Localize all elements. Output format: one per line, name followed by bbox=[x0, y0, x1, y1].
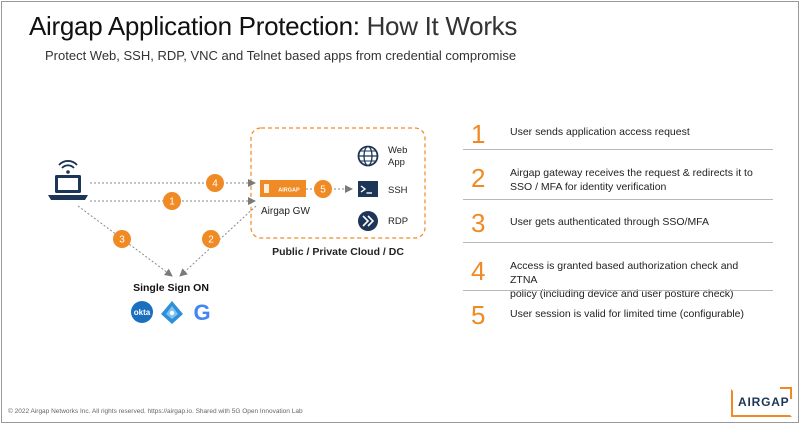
divider bbox=[463, 149, 773, 150]
step-4-text: Access is granted based authorization ch… bbox=[510, 260, 739, 300]
gateway-label: Airgap GW bbox=[261, 206, 310, 217]
copyright-footer: © 2022 Airgap Networks Inc. All rights r… bbox=[8, 408, 303, 415]
globe-icon bbox=[357, 145, 379, 167]
svg-text:4: 4 bbox=[212, 179, 218, 190]
step-3-text: User gets authenticated through SSO/MFA bbox=[510, 216, 710, 228]
step-3-number: 3 bbox=[471, 208, 486, 238]
page-subtitle: Protect Web, SSH, RDP, VNC and Telnet ba… bbox=[45, 48, 517, 63]
page-title: Airgap Application Protection: How It Wo… bbox=[29, 11, 517, 42]
app-ssh-label: SSH bbox=[388, 185, 408, 196]
logo-text: AIRGAP bbox=[738, 395, 790, 409]
svg-text:okta: okta bbox=[134, 308, 151, 317]
step-5-text: User session is valid for limited time (… bbox=[510, 308, 744, 320]
svg-text:AIRGAP: AIRGAP bbox=[278, 188, 300, 194]
svg-text:G: G bbox=[193, 300, 210, 325]
title-sub: How It Works bbox=[359, 11, 518, 41]
wifi-icon bbox=[58, 160, 78, 174]
remote-desktop-icon bbox=[358, 211, 378, 231]
svg-text:5: 5 bbox=[320, 185, 326, 196]
step-4-number: 4 bbox=[471, 256, 486, 286]
terminal-icon bbox=[358, 181, 378, 197]
divider bbox=[463, 290, 773, 291]
app-web-label-1: Web bbox=[388, 145, 407, 156]
arrow-badge-2: 2 bbox=[202, 230, 220, 248]
cloud-label: Public / Private Cloud / DC bbox=[272, 246, 404, 258]
step-5-number: 5 bbox=[471, 300, 486, 330]
arrow-2 bbox=[179, 205, 257, 277]
arrow-badge-1: 1 bbox=[163, 192, 181, 210]
airgap-gateway-icon: AIRGAP bbox=[260, 180, 306, 197]
step-1-number: 1 bbox=[471, 119, 486, 149]
okta-icon: okta bbox=[131, 301, 153, 323]
svg-text:1: 1 bbox=[169, 197, 175, 208]
laptop-icon bbox=[48, 175, 88, 200]
step-2-number: 2 bbox=[471, 163, 486, 193]
arrow-badge-3: 3 bbox=[113, 230, 131, 248]
azure-ad-icon bbox=[161, 301, 183, 324]
arrow-3 bbox=[77, 205, 173, 277]
divider bbox=[463, 242, 773, 243]
airgap-logo: AIRGAP bbox=[731, 387, 792, 417]
cloud-boundary bbox=[250, 127, 426, 239]
title-main: Airgap Application Protection: bbox=[29, 11, 360, 41]
arrow-badge-5: 5 bbox=[314, 180, 332, 198]
svg-text:2: 2 bbox=[208, 235, 214, 246]
step-1-text: User sends application access request bbox=[510, 126, 690, 138]
app-rdp-label: RDP bbox=[388, 216, 408, 227]
step-2-text: Airgap gateway receives the request & re… bbox=[510, 167, 753, 193]
arrow-badge-4: 4 bbox=[206, 174, 224, 192]
svg-text:3: 3 bbox=[119, 235, 125, 246]
app-web-label-2: App bbox=[388, 157, 405, 168]
sso-label: Single Sign ON bbox=[133, 282, 209, 294]
google-icon: G bbox=[193, 300, 210, 325]
divider bbox=[463, 199, 773, 200]
